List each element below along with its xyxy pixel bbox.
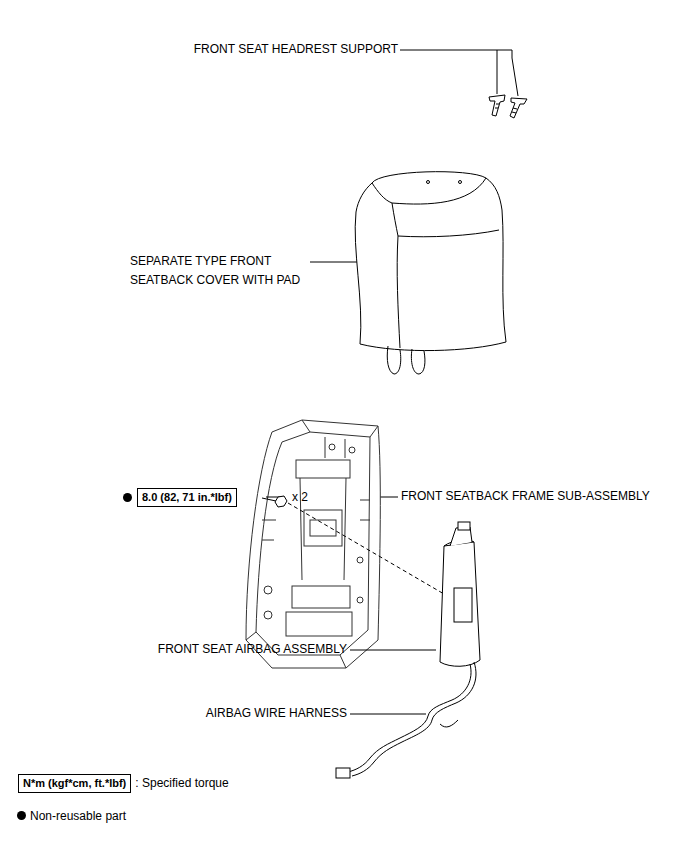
legend-swatch [17, 811, 26, 820]
nut [262, 496, 287, 507]
part-name: AIRBAG WIRE HARNESS [206, 704, 347, 723]
headrest-support [489, 95, 527, 118]
airbag-assembly [440, 522, 480, 666]
box-text: 8.0 (82, 71 in.*lbf) [142, 491, 232, 503]
part-name: FRONT SEAT HEADREST SUPPORT [194, 40, 398, 59]
wire-harness [336, 662, 476, 778]
seatback-cover [355, 172, 506, 374]
non-reusable-mark [123, 493, 132, 502]
quantity-note: x 2 [292, 488, 308, 507]
seatback-frame [246, 420, 380, 668]
legend-note: : Specified torque [135, 774, 228, 793]
legend-text: Non-reusable part [30, 809, 126, 823]
part-name: FRONT SEAT AIRBAG ASSEMBLY [158, 640, 347, 659]
legend-row: Non-reusable part [17, 808, 126, 824]
torque-spec-box: 8.0 (82, 71 in.*lbf) [137, 488, 237, 507]
part-name: SEPARATE TYPE FRONT SEATBACK COVER WITH … [130, 252, 306, 290]
torque-unit-box: N*m (kgf*cm, ft.*lbf) [18, 774, 131, 793]
box-text: N*m (kgf*cm, ft.*lbf) [23, 777, 126, 789]
part-name: FRONT SEATBACK FRAME SUB-ASSEMBLY [401, 487, 650, 506]
